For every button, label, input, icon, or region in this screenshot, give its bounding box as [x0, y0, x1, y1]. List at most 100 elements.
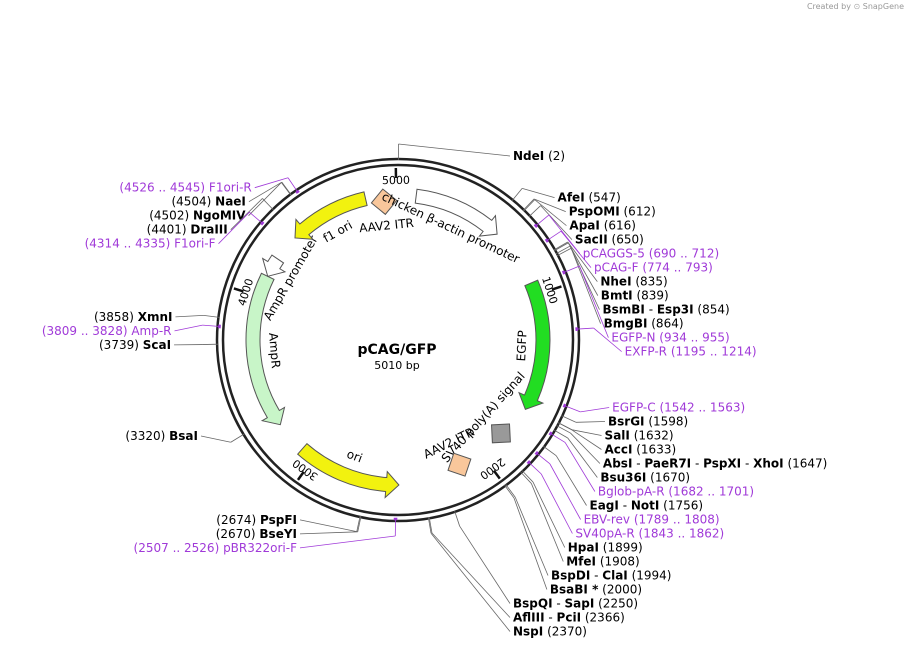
site-label: pCAGGS-5 (690 .. 712) — [583, 247, 719, 261]
enzyme-name: EagI — [590, 498, 619, 512]
restriction-site[interactable]: BspQI - SapI (2250) — [454, 510, 638, 611]
site-label: pCAG-F (774 .. 793) — [594, 261, 713, 275]
site-marker-line — [281, 182, 292, 196]
restriction-site[interactable]: SacII (650) — [528, 205, 644, 247]
restriction-site[interactable]: (3320) BsaI — [125, 429, 245, 443]
restriction-site[interactable]: AbsI - PaeR7I - PspXI - XhoI (1647) — [556, 425, 827, 470]
restriction-site[interactable]: BmgBI (864) — [556, 247, 684, 331]
restriction-site[interactable]: (4502) NgoMIV — [149, 182, 292, 223]
credit-brand: SnapGene — [862, 2, 904, 11]
restriction-site[interactable]: BmtI (839) — [554, 242, 669, 303]
primer-site[interactable]: EGFP-C (1542 .. 1563) — [562, 400, 745, 414]
primer-site[interactable]: (4314 .. 4335) F1ori-F — [85, 211, 265, 251]
feature-shape — [245, 272, 286, 426]
primer-site[interactable]: (4526 .. 4545) F1ori-R — [119, 177, 300, 195]
primer-site[interactable]: pCAG-F (774 .. 793) — [544, 230, 713, 275]
site-marker-line — [557, 422, 573, 431]
primer-site[interactable]: Bglob-pA-R (1682 .. 1701) — [548, 431, 755, 498]
restriction-site[interactable]: BspDI - ClaI (1994) — [505, 484, 672, 582]
enzyme-name: BmtI — [601, 289, 633, 303]
site-leader-line — [570, 248, 601, 324]
plasmid-length: 5010 bp — [374, 359, 419, 372]
restriction-site[interactable]: Bsu36I (1670) — [553, 429, 690, 484]
restriction-site[interactable]: (2674) PspFI — [216, 513, 361, 533]
primer-text: EXFP-R — [625, 345, 667, 359]
restriction-site[interactable]: (3739) ScaI — [99, 338, 219, 352]
site-leader-line — [540, 205, 573, 240]
restriction-site[interactable]: (4401) DraIII — [147, 198, 274, 237]
site-position: (4502) — [149, 209, 193, 223]
feature-label: AmpR — [266, 332, 283, 369]
primer-site[interactable]: EGFP-N (934 .. 955) — [561, 265, 730, 345]
site-leader-line — [564, 442, 596, 492]
site-position: (2670) — [216, 527, 260, 541]
restriction-site[interactable]: PspOMI (612) — [522, 198, 656, 219]
site-position: - — [553, 596, 565, 610]
restriction-site[interactable]: NheI (835) — [553, 241, 668, 289]
enzyme-name: ClaI — [602, 568, 627, 582]
site-leader-line — [579, 265, 609, 338]
restriction-site[interactable]: BsmBI - Esp3I (854) — [555, 245, 730, 317]
site-marker-line — [536, 214, 550, 226]
primer-site[interactable]: pCAGGS-5 (690 .. 712) — [533, 214, 719, 261]
site-marker-line — [287, 177, 298, 192]
feature-f1-ori[interactable]: f1 ori — [294, 191, 368, 246]
primer-site[interactable]: (2507 .. 2526) pBR322ori-F — [134, 517, 398, 555]
feature-ori[interactable]: ori — [296, 442, 400, 499]
backbone-outer-strand — [215, 157, 581, 523]
feature-ampr[interactable]: AmpR — [245, 272, 286, 426]
restriction-site[interactable]: NspI (2370) — [427, 517, 587, 638]
enzyme-name: PspOMI — [569, 205, 620, 219]
restriction-site[interactable]: EagI - NotI (1756) — [543, 445, 703, 512]
restriction-site[interactable]: ApaI (616) — [523, 199, 636, 233]
restriction-site[interactable]: AflIII - PciI (2366) — [428, 517, 625, 624]
site-leader-line — [299, 535, 396, 549]
primer-site[interactable]: EBV-rev (1789 .. 1808) — [534, 450, 720, 527]
site-marker-line — [537, 453, 551, 465]
enzyme-name: BsrGI — [608, 414, 645, 428]
enzyme-name: NgoMIV — [193, 209, 246, 223]
site-marker-line — [553, 241, 568, 251]
restriction-site[interactable]: (4504) NaeI — [171, 181, 292, 209]
restriction-site[interactable]: MfeI (1908) — [520, 471, 640, 569]
primer-text: (1195 .. 1214) — [667, 345, 757, 359]
site-label: (2507 .. 2526) pBR322ori-F — [134, 541, 298, 555]
site-marker-line — [555, 245, 571, 255]
primer-site[interactable]: (3809 .. 3828) Amp-R — [42, 324, 221, 338]
restriction-site[interactable]: BsaBI * (2000) — [504, 484, 643, 596]
restriction-site[interactable]: HpaI (1899) — [521, 470, 643, 554]
feature-shape — [414, 188, 498, 237]
enzyme-name: NdeI — [513, 149, 544, 163]
primer-site[interactable]: SV40pA-R (1843 .. 1862) — [526, 460, 725, 541]
restriction-site[interactable]: AccI (1633) — [557, 422, 676, 457]
restriction-site[interactable]: AfeI (547) — [511, 187, 621, 205]
site-position: (2370) — [543, 624, 587, 638]
restriction-site[interactable]: BsrGI (1598) — [561, 414, 688, 428]
primer-text: (1682 .. 1701) — [665, 484, 755, 498]
primer-site[interactable]: EXFP-R (1195 .. 1214) — [575, 327, 757, 359]
ruler-tick-label: 5000 — [382, 174, 410, 187]
restriction-site[interactable]: (3858) XmnI — [94, 310, 220, 324]
feature-label: ori — [345, 447, 365, 466]
feature-sv40-poly-a-signal[interactable]: SV40 poly(A) signal — [439, 369, 528, 465]
primer-binding-mark — [533, 223, 538, 229]
primer-text: F1ori-F — [174, 237, 215, 251]
restriction-site[interactable]: (2670) BseYI — [216, 516, 362, 541]
site-leader-line — [299, 519, 357, 533]
site-position: (835) — [632, 275, 668, 289]
restriction-site[interactable]: SalI (1632) — [557, 422, 674, 442]
site-label: AfeI (547) — [558, 191, 621, 205]
restriction-site[interactable]: NdeI (2) — [398, 143, 565, 163]
feature-aav2-itr[interactable]: AAV2 ITR — [421, 425, 477, 477]
site-marker-line — [564, 265, 580, 273]
site-label: (4504) NaeI — [171, 195, 245, 209]
enzyme-name: PspXI — [703, 456, 741, 470]
enzyme-name: MfeI — [566, 554, 596, 568]
feature-egfp[interactable]: EGFP — [514, 279, 551, 410]
feature-aav2-itr[interactable]: AAV2 ITR — [358, 188, 414, 235]
site-marker-line — [357, 516, 362, 532]
primer-binding-mark — [526, 460, 531, 465]
primer-text: EBV-rev — [584, 512, 630, 526]
feature-shape — [294, 191, 368, 240]
